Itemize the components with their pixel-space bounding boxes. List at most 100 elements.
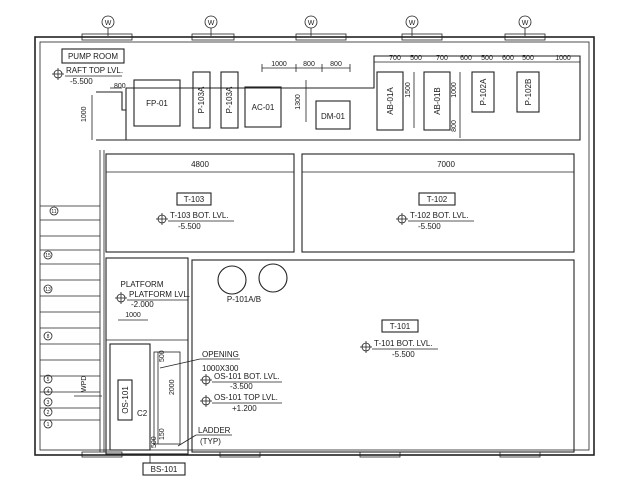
- grid-marker-label: W: [308, 20, 315, 27]
- callout-ladder-typ: (TYP): [200, 437, 221, 446]
- callout-os-bottom: OS-101 BOT. LVL. -3.500: [200, 372, 282, 391]
- grid-marker: W: [304, 15, 318, 29]
- equipment-p102a-label: P-102A: [479, 78, 488, 105]
- dim-500-low: 500: [151, 436, 158, 448]
- equipment-p103a-1-label: P-103A: [197, 86, 206, 113]
- dim-2000: 2000: [169, 379, 176, 395]
- equipment-dm01: DM-01: [315, 100, 351, 130]
- equipment-p102b-label: P-102B: [524, 79, 533, 106]
- stair-marker: 11: [49, 206, 59, 216]
- stair-marker: 4: [43, 386, 53, 396]
- dim-500-2: 500: [481, 55, 493, 62]
- tank-t103-level-value: -5.500: [178, 222, 201, 231]
- stair-marker: 15: [43, 250, 53, 260]
- dim-150: 150: [159, 428, 166, 440]
- dim-600-1: 600: [460, 55, 472, 62]
- dim-1000-vert: 1000: [451, 82, 458, 98]
- raft-level-label: RAFT TOP LVL.: [66, 66, 123, 75]
- grid-marker-label: W: [409, 20, 416, 27]
- outer-walls: [34, 33, 595, 458]
- stair-marker-label: 13: [45, 287, 51, 293]
- grid-marker: W: [518, 15, 532, 29]
- grid-marker-label: W: [208, 20, 215, 27]
- stair-marker-label: 4: [47, 389, 50, 395]
- stair-marker-label: 3: [47, 400, 50, 406]
- stair-marker-label: 8: [47, 334, 50, 340]
- equipment-p103a-1: P-103A: [192, 71, 211, 129]
- dims-right: 700 500 700 600 500 600 500 1000 1500 10…: [374, 55, 580, 138]
- dim-600-2: 600: [502, 55, 514, 62]
- dim-1000-platform: 1000: [125, 312, 141, 319]
- dim-800-top2: 800: [330, 61, 342, 68]
- stair-marker-label: 2: [47, 410, 50, 416]
- stair-marker: 1: [43, 419, 53, 429]
- platform-level-value: -2.000: [131, 300, 154, 309]
- equipment-p101ab: P-101A/B: [217, 263, 288, 304]
- stair-marker-label: 11: [51, 209, 56, 215]
- stair-marker: 3: [43, 397, 53, 407]
- dim-500-os: 500: [159, 350, 166, 362]
- dim-800-left: 800: [114, 83, 126, 90]
- dim-500-1: 500: [410, 55, 422, 62]
- raft-level-value: -5.500: [70, 77, 93, 86]
- pump-room-title: PUMP ROOM: [61, 48, 125, 64]
- tank-t103-level-label: T-103 BOT. LVL.: [170, 211, 229, 220]
- equipment-fp01: FP-01: [133, 79, 181, 127]
- tank-t102-tag: T-102: [427, 195, 448, 204]
- callout-os-bottom-label: OS-101 BOT. LVL.: [214, 372, 280, 381]
- dim-700-1: 700: [389, 55, 401, 62]
- grid-markers: W W W W W: [101, 15, 532, 36]
- dim-800-top1: 800: [303, 61, 315, 68]
- callout-os-bottom-value: -3.500: [230, 382, 253, 391]
- equipment-p101ab-label: P-101A/B: [227, 295, 261, 304]
- equipment-bs101: BS-101: [142, 455, 186, 476]
- tank-t103: 4800 T-103 T-103 BOT. LVL. -5.500: [105, 153, 295, 253]
- callout-opening: OPENING 1000X300: [159, 350, 240, 373]
- callout-ladder: LADDER (TYP): [177, 426, 232, 447]
- equipment-bs101-label: BS-101: [151, 465, 178, 474]
- tank-t102: 7000 T-102 T-102 BOT. LVL. -5.500: [301, 153, 575, 253]
- grid-marker-label: W: [522, 20, 529, 27]
- dim-1000-right: 1000: [555, 55, 571, 62]
- tank-t101-tag: T-101: [390, 322, 411, 331]
- callout-os-top: OS-101 TOP LVL. +1.200: [200, 393, 282, 413]
- callout-os-top-label: OS-101 TOP LVL.: [214, 393, 278, 402]
- pump-room-title-text: PUMP ROOM: [68, 52, 118, 61]
- equipment-ac01: AC-01: [244, 86, 282, 128]
- equipment-p103a-2-label: P-103A: [225, 86, 234, 113]
- dim-4800: 4800: [191, 160, 209, 169]
- tank-t101: T-101 T-101 BOT. LVL. -5.500: [191, 259, 575, 453]
- grid-marker: W: [405, 15, 419, 29]
- grid-marker: W: [204, 15, 218, 29]
- stair-marker: 8: [43, 331, 53, 341]
- stair-strip: [40, 150, 105, 452]
- callout-ladder-text: LADDER: [198, 426, 231, 435]
- platform-title: PLATFORM: [121, 280, 164, 289]
- equipment-ab01b-label: AB-01B: [433, 87, 442, 115]
- dim-500-3: 500: [522, 55, 534, 62]
- equipment-os101: OS-101 C2 500 2000 150 500 WPD: [74, 343, 181, 451]
- equipment-p102a: P-102A: [471, 71, 495, 113]
- raft-level-marker: RAFT TOP LVL. -5.500: [52, 66, 123, 86]
- dims-middle: 1000 800 800 1300: [261, 61, 351, 122]
- equipment-c2-label: C2: [137, 409, 148, 418]
- equipment-plinth: 800 1000: [81, 55, 581, 141]
- dim-7000: 7000: [437, 160, 455, 169]
- stair-marker: 13: [43, 284, 53, 294]
- tank-t101-level-value: -5.500: [392, 350, 415, 359]
- dim-1000-left: 1000: [81, 106, 88, 122]
- tank-t103-tag: T-103: [184, 195, 205, 204]
- platform-area: PLATFORM PLATFORM LVL. -2.000 1000: [105, 257, 190, 455]
- callout-opening-size: 1000X300: [202, 364, 239, 373]
- equipment-ab01a-label: AB-01A: [386, 87, 395, 115]
- tank-t102-level-value: -5.500: [418, 222, 441, 231]
- dim-700-2: 700: [436, 55, 448, 62]
- tank-t101-level-label: T-101 BOT. LVL.: [374, 339, 433, 348]
- callout-os-top-value: +1.200: [232, 404, 257, 413]
- equipment-p103a-2: P-103A: [220, 71, 239, 129]
- equipment-ac01-label: AC-01: [252, 103, 275, 112]
- dim-1000-top: 1000: [271, 61, 287, 68]
- equipment-p102b: P-102B: [516, 71, 540, 113]
- equipment-ab01a: AB-01A: [376, 71, 404, 131]
